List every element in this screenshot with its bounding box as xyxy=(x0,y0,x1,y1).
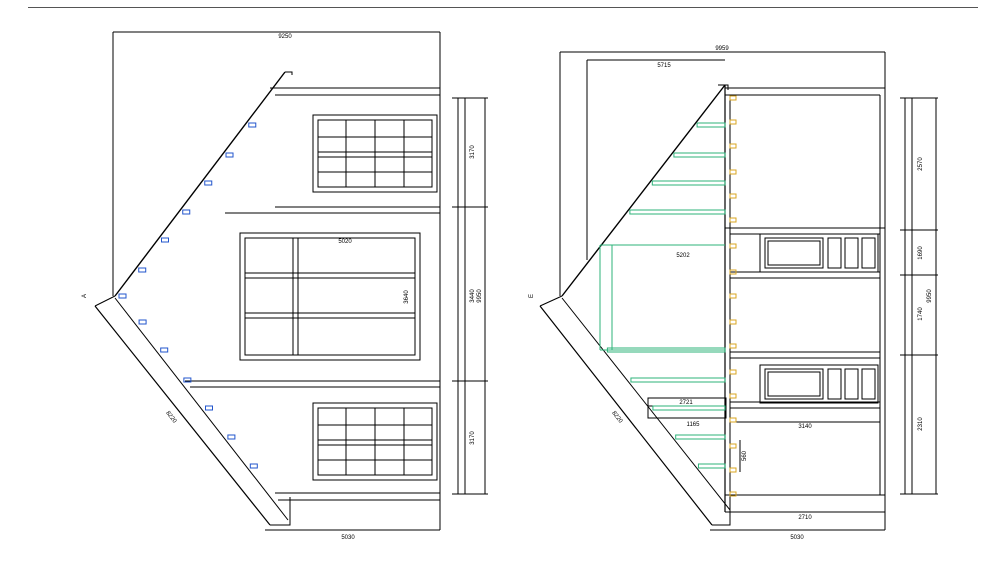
yellow-fastener xyxy=(729,369,737,375)
eave-end xyxy=(539,295,563,307)
yellow-fastener xyxy=(729,143,737,149)
small-c-label: 560 xyxy=(742,450,748,461)
joist xyxy=(651,180,726,186)
dim-right-total-label: 9950 xyxy=(927,289,933,303)
left-elevation-view xyxy=(94,31,488,531)
joist xyxy=(630,377,726,383)
dim-right-top-label: 2570 xyxy=(918,157,924,171)
left-view-side-label: A xyxy=(82,294,88,298)
lower-window xyxy=(312,402,438,481)
right-view-joists xyxy=(599,95,737,497)
joist xyxy=(696,122,726,128)
blue-fastener xyxy=(182,209,191,215)
roof-slope-lower-inner xyxy=(114,297,289,521)
dim-bottom-label: 5030 xyxy=(341,535,355,541)
left-view-labels: 9250 5030 8220 3170 3440 9950 3170 5020 … xyxy=(82,34,483,541)
yellow-fastener xyxy=(729,467,737,473)
joist xyxy=(697,463,726,469)
yellow-fastener xyxy=(729,343,737,349)
blue-fastener xyxy=(160,347,169,353)
roof-slope-lower-inner xyxy=(561,297,731,511)
dim-right-total-label: 9950 xyxy=(477,289,483,303)
blue-fastener xyxy=(205,405,213,411)
dim-right-top-label: 3170 xyxy=(470,145,476,159)
left-view-right-dimensions xyxy=(452,97,488,495)
yellow-fastener xyxy=(729,319,737,325)
small-a-label: 2721 xyxy=(679,400,693,406)
dim-bottom-outer-label: 5030 xyxy=(790,535,804,541)
mid-span-label: 3140 xyxy=(798,424,812,430)
dim-right-a-label: 1690 xyxy=(918,246,924,260)
middle-window xyxy=(239,232,421,361)
blue-fastener xyxy=(225,152,234,158)
yellow-fastener xyxy=(729,443,737,449)
yellow-fastener xyxy=(729,293,737,299)
right-view-right-dimensions xyxy=(900,97,938,495)
eave-end xyxy=(94,295,116,307)
blue-fastener xyxy=(249,463,258,469)
dim-right-mid-label: 3440 xyxy=(470,289,476,303)
small-span-box xyxy=(647,397,727,419)
joist xyxy=(675,434,726,440)
yellow-fastener xyxy=(729,243,737,249)
dim-right-b-label: 1740 xyxy=(918,307,924,321)
roof-foot-cap xyxy=(270,497,291,526)
yellow-fastener xyxy=(729,95,737,101)
upper-window xyxy=(312,114,438,193)
left-view-blue-fasteners xyxy=(118,122,258,469)
yellow-fastener xyxy=(729,269,737,275)
window-width-label: 5020 xyxy=(338,239,352,245)
yellow-fastener xyxy=(729,193,737,199)
dim-right-bottom-label: 2310 xyxy=(918,417,924,431)
dim-top-inner-label: 5715 xyxy=(657,63,671,69)
yellow-fastener xyxy=(729,217,737,223)
dim-top-outer-label: 9959 xyxy=(715,46,729,52)
header-rule xyxy=(28,7,978,8)
dim-right-bottom-label: 3170 xyxy=(470,431,476,445)
joist xyxy=(673,152,726,158)
dim-bottom-inner-label: 2710 xyxy=(798,515,812,521)
yellow-fastener xyxy=(729,393,737,399)
dim-slope-label: 8220 xyxy=(164,410,177,425)
blue-fastener xyxy=(118,293,127,299)
small-b-label: 1165 xyxy=(687,422,701,428)
window-height-label: 3640 xyxy=(404,290,410,304)
yellow-fastener xyxy=(729,169,737,175)
yellow-fastener xyxy=(729,417,737,423)
blue-fastener xyxy=(138,319,147,325)
right-lower-window xyxy=(759,364,879,404)
roof-slope-lower-outer xyxy=(539,305,713,526)
yellow-fastener xyxy=(729,491,737,497)
roof-slope-lower-outer xyxy=(94,305,271,526)
roof-foot-cap xyxy=(712,495,731,526)
blue-fastener xyxy=(204,180,213,186)
joist xyxy=(652,405,726,411)
center-span-label: 5202 xyxy=(676,253,690,259)
blue-fastener xyxy=(161,237,169,243)
yellow-fastener xyxy=(729,119,737,125)
roof-slope-upper xyxy=(561,84,726,297)
right-upper-window xyxy=(759,233,879,273)
joist xyxy=(629,209,726,215)
roof-slope-upper xyxy=(114,71,286,297)
blue-fastener xyxy=(183,377,192,383)
dim-top-label: 9250 xyxy=(278,34,292,40)
dim-slope-label: 8220 xyxy=(610,410,623,425)
roof-apex-cap xyxy=(285,71,293,75)
blue-fastener xyxy=(138,267,147,273)
blue-fastener xyxy=(227,434,236,440)
right-view-side-label: E xyxy=(529,294,535,298)
blue-fastener xyxy=(248,122,257,128)
right-elevation-view xyxy=(539,51,938,531)
